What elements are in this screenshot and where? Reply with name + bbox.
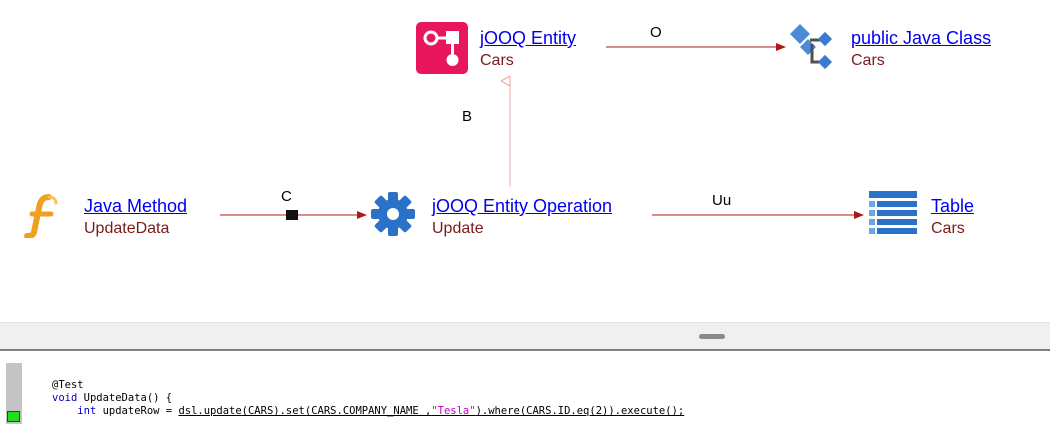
- line-marker-green[interactable]: [7, 411, 20, 422]
- edge-label-o: O: [650, 24, 662, 41]
- edge-label-b: B: [462, 108, 473, 125]
- node-jooq-entity-operation-subtitle: Update: [432, 220, 484, 237]
- node-java-method-subtitle: UpdateData: [84, 220, 170, 237]
- diagram-connectors: [220, 43, 864, 220]
- splitter-grip-handle[interactable]: [699, 334, 725, 339]
- node-jooq-entity-subtitle: Cars: [480, 52, 514, 69]
- code-gutter: [6, 363, 22, 424]
- node-table-subtitle: Cars: [931, 220, 965, 237]
- code-indent: [52, 405, 77, 417]
- node-java-class-title[interactable]: public Java Class: [851, 28, 992, 48]
- code-keyword-void: void: [52, 392, 78, 404]
- code-method-signature: UpdateData() {: [77, 392, 173, 404]
- code-highlight-call[interactable]: dsl.update(CARS).set(CARS.COMPANY_NAME ,…: [178, 405, 684, 417]
- node-java-method-title[interactable]: Java Method: [84, 196, 188, 216]
- code-call-part1: dsl.update(CARS).set(CARS.COMPANY_NAME ,: [178, 405, 432, 417]
- node-jooq-entity-title[interactable]: jOOQ Entity: [480, 28, 577, 48]
- entity-icon: [416, 22, 468, 74]
- class-icon: [790, 24, 833, 70]
- code-keyword-int: int: [77, 405, 97, 417]
- edge-method-to-operation-handle[interactable]: [286, 210, 298, 220]
- code-annotation: @Test: [52, 379, 84, 391]
- code-panel[interactable]: @Test void UpdateData() { int updateRow …: [0, 349, 1050, 424]
- edge-label-c: C: [281, 188, 292, 205]
- panel-splitter[interactable]: [0, 322, 1050, 349]
- node-table-title[interactable]: Table: [931, 196, 975, 216]
- edge-label-uu: Uu: [712, 192, 732, 209]
- code-variable: updateRow =: [96, 405, 179, 417]
- code-view[interactable]: @Test void UpdateData() { int updateRow …: [52, 379, 684, 418]
- gear-icon: [371, 192, 415, 236]
- function-icon: [24, 194, 58, 238]
- diagram-canvas: C Uu B O Java Method UpdateData: [24, 22, 992, 238]
- code-string-literal: "Tesla": [431, 405, 476, 417]
- node-java-class-subtitle: Cars: [851, 52, 885, 69]
- code-call-part2: ).where(CARS.ID.eq(2)).execute();: [475, 405, 685, 417]
- node-jooq-entity-operation-title[interactable]: jOOQ Entity Operation: [432, 196, 613, 216]
- table-icon: [869, 191, 917, 234]
